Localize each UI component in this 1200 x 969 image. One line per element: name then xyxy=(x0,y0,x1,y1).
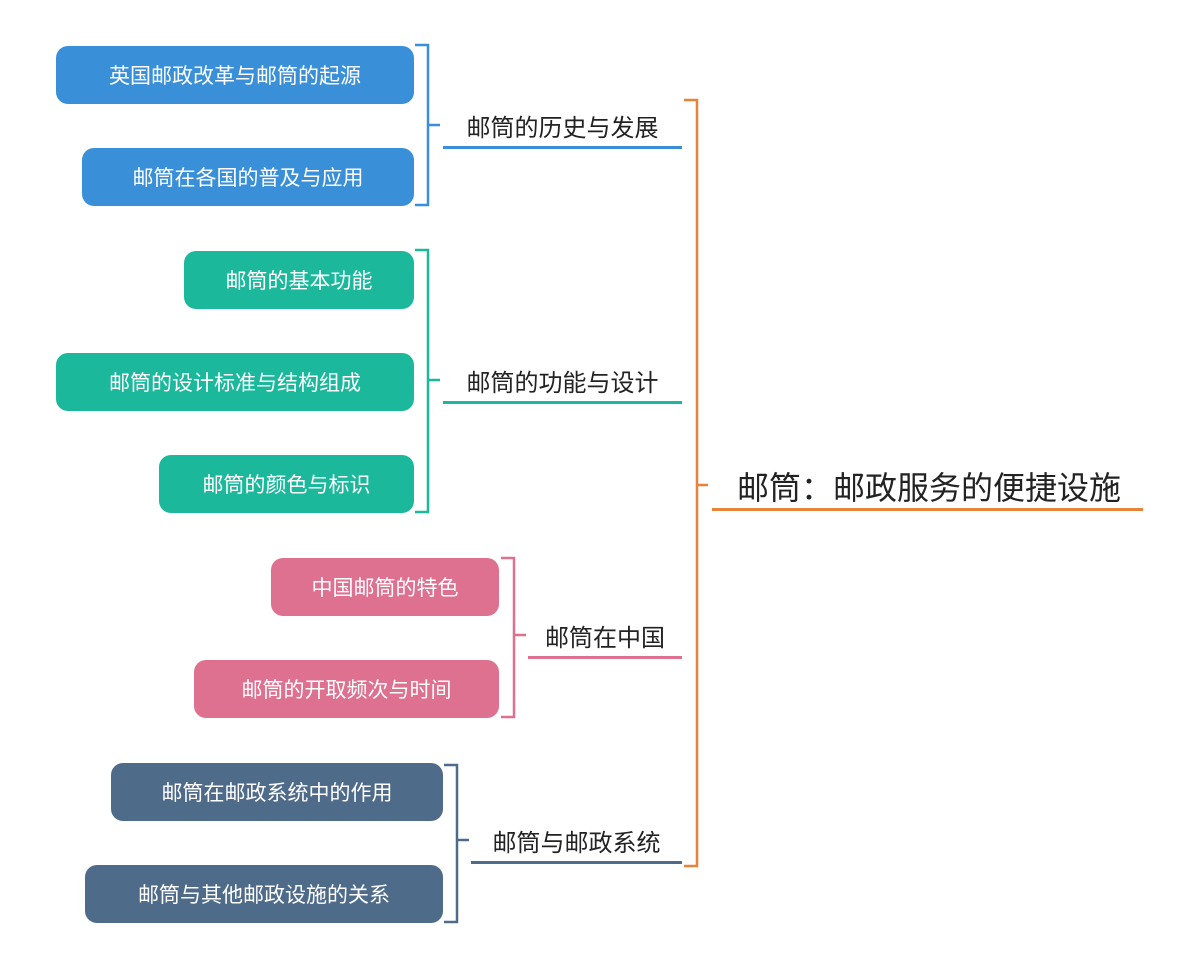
branch-bracket-0 xyxy=(415,43,440,207)
branch-postal-underline xyxy=(471,861,682,864)
branch-postal-label: 邮筒与邮政系统 xyxy=(492,829,661,857)
branch-china-underline xyxy=(528,656,682,659)
leaf-china-0: 中国邮筒的特色 xyxy=(271,558,499,616)
branch-bracket-1 xyxy=(415,248,440,514)
leaf-postal-1: 邮筒与其他邮政设施的关系 xyxy=(85,865,443,923)
leaf-function-2: 邮筒的颜色与标识 xyxy=(159,455,414,513)
root-topic: 邮筒：邮政服务的便捷设施 xyxy=(736,469,1121,507)
branch-function-label: 邮筒的功能与设计 xyxy=(466,369,659,397)
leaf-history-1: 邮筒在各国的普及与应用 xyxy=(82,148,414,206)
branch-history-label: 邮筒的历史与发展 xyxy=(466,114,659,142)
branch-bracket-2 xyxy=(501,556,526,719)
leaf-function-1: 邮筒的设计标准与结构组成 xyxy=(56,353,414,411)
leaf-function-0: 邮筒的基本功能 xyxy=(184,251,414,309)
root-underline xyxy=(712,508,1143,511)
branch-china-label: 邮筒在中国 xyxy=(545,624,665,652)
root-bracket xyxy=(684,98,708,868)
branch-function-underline xyxy=(443,401,682,404)
branch-history-underline xyxy=(443,146,682,149)
branch-bracket-3 xyxy=(444,763,469,924)
leaf-history-0: 英国邮政改革与邮筒的起源 xyxy=(56,46,414,104)
leaf-postal-0: 邮筒在邮政系统中的作用 xyxy=(111,763,443,821)
leaf-china-1: 邮筒的开取频次与时间 xyxy=(194,660,499,718)
